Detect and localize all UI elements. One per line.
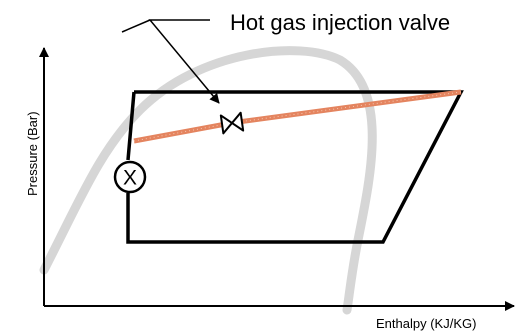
callout-label: Hot gas injection valve: [230, 10, 450, 35]
callout-leader-branch: [121, 19, 151, 33]
hot-gas-injection-line: [133, 89, 462, 144]
saturation-dome: [39, 46, 377, 315]
x-axis-label: Enthalpy (KJ/KG): [376, 316, 476, 331]
refrigeration-cycle: [126, 90, 464, 244]
expansion-valve-symbol: X: [123, 167, 137, 190]
expansion-valve-icon: X: [113, 160, 147, 194]
y-axis-label: Pressure (Bar): [25, 111, 40, 196]
hot-gas-valve-icon: [219, 111, 245, 135]
